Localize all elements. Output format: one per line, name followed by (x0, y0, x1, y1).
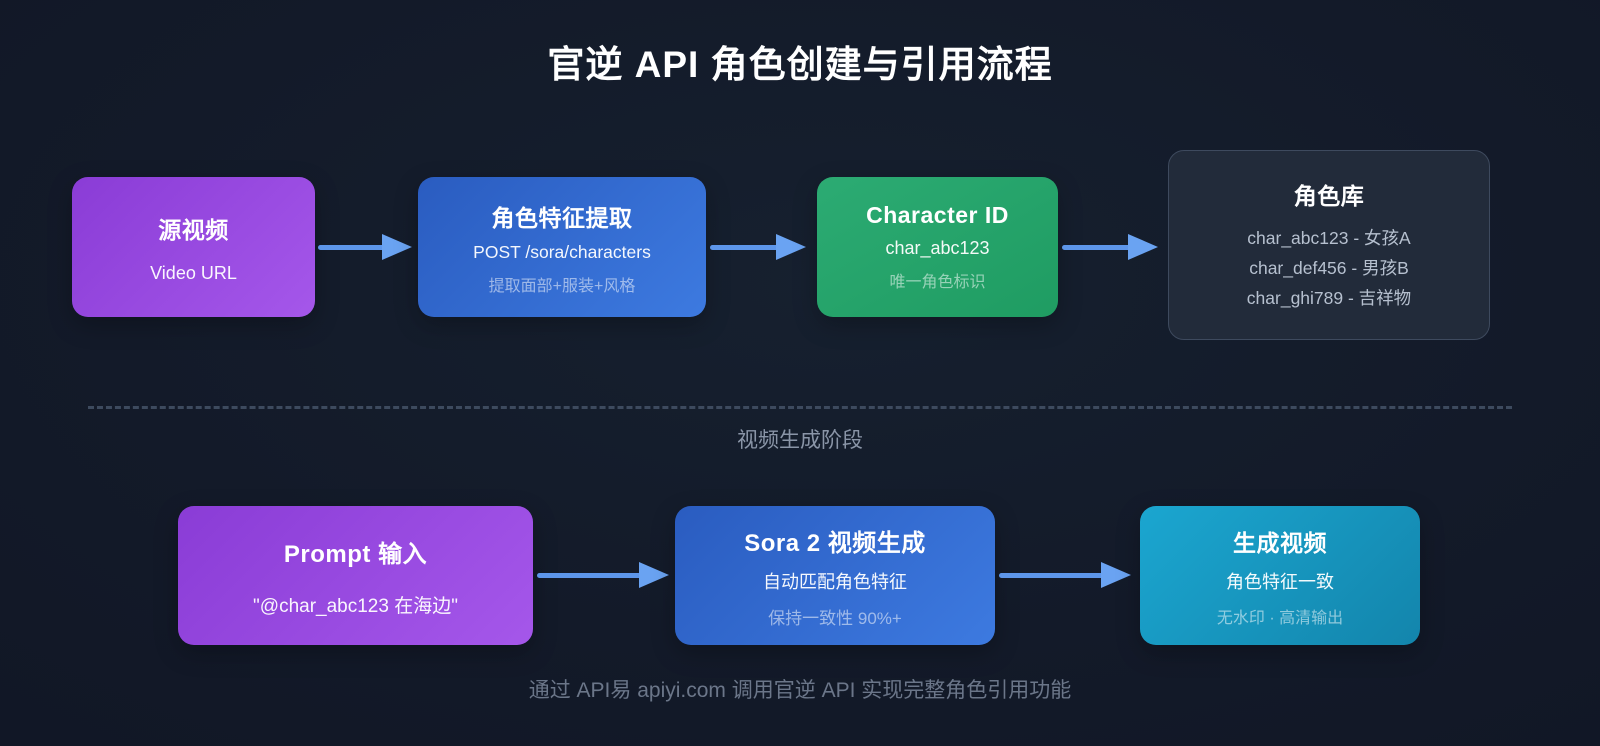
arrow-head (382, 234, 412, 260)
footer-caption: 通过 API易 apiyi.com 调用官逆 API 实现完整角色引用功能 (528, 679, 1072, 702)
library-item: char_ghi789 - 吉祥物 (1246, 288, 1412, 308)
node-generated-video: 生成视频 角色特征一致 无水印 · 高清输出 (1140, 506, 1420, 645)
arrow-right-icon (318, 234, 412, 260)
node-subtitle: "@char_abc123 在海边" (253, 595, 458, 617)
node-title: Sora 2 视频生成 (744, 529, 926, 557)
node-sora-generation: Sora 2 视频生成 自动匹配角色特征 保持一致性 90%+ (675, 506, 995, 645)
node-note: 无水印 · 高清输出 (1216, 609, 1344, 627)
node-character-library: 角色库 char_abc123 - 女孩A char_def456 - 男孩B … (1168, 150, 1490, 340)
node-title: Character ID (866, 202, 1009, 228)
node-character-id: Character ID char_abc123 唯一角色标识 (817, 177, 1058, 317)
node-subtitle: 角色特征一致 (1226, 571, 1334, 592)
arrow-right-icon (999, 562, 1131, 588)
arrow-head (1128, 234, 1158, 260)
node-subtitle: Video URL (150, 262, 237, 283)
arrow-head (776, 234, 806, 260)
node-prompt-input: Prompt 输入 "@char_abc123 在海边" (178, 506, 533, 645)
arrow-right-icon (710, 234, 806, 260)
arrow-shaft (999, 572, 1109, 578)
node-feature-extraction: 角色特征提取 POST /sora/characters 提取面部+服装+风格 (418, 177, 706, 317)
arrow-shaft (710, 244, 784, 250)
node-title: 源视频 (158, 216, 229, 243)
node-title: 角色库 (1293, 183, 1365, 209)
node-title: 生成视频 (1233, 529, 1327, 556)
phase-divider-line (88, 406, 1512, 409)
arrow-shaft (537, 572, 647, 578)
library-list: char_abc123 - 女孩A char_def456 - 男孩B char… (1247, 223, 1411, 313)
node-subtitle: POST /sora/characters (473, 241, 651, 262)
node-subtitle: 自动匹配角色特征 (763, 571, 907, 592)
node-note: 保持一致性 90%+ (768, 608, 902, 628)
node-source-video: 源视频 Video URL (72, 177, 315, 317)
arrow-right-icon (537, 562, 669, 588)
arrow-shaft (1062, 244, 1136, 250)
node-note: 提取面部+服装+风格 (488, 277, 636, 295)
library-item: char_def456 - 男孩B (1249, 258, 1409, 278)
arrow-head (1101, 562, 1131, 588)
arrow-right-icon (1062, 234, 1158, 260)
arrow-head (639, 562, 669, 588)
phase-label: 视频生成阶段 (737, 429, 863, 452)
node-note: 唯一角色标识 (889, 274, 986, 291)
arrow-shaft (318, 244, 390, 250)
page-title: 官逆 API 角色创建与引用流程 (547, 44, 1053, 85)
library-item: char_abc123 - 女孩A (1247, 228, 1411, 248)
node-title: 角色特征提取 (491, 204, 633, 231)
node-subtitle: char_abc123 (885, 238, 990, 258)
node-title: Prompt 输入 (283, 540, 428, 568)
